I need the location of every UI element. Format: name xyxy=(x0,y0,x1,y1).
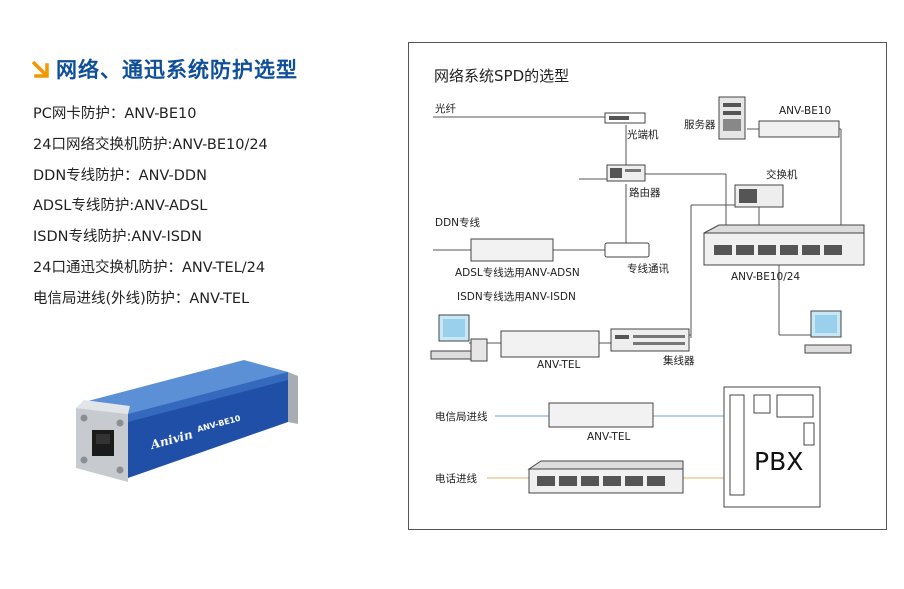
fiber-label: 光纤 xyxy=(435,103,456,115)
list-item: ADSL专线防护:ANV-ADSL xyxy=(33,198,208,215)
hub-label: 集线器 xyxy=(663,355,695,367)
network-diagram: 网络系统SPD的选型 光纤 光端机 服务器 ANV-BE10 路由器 交换机 D… xyxy=(408,42,887,530)
list-item: 24口通迅交换机防护：ANV-TEL/24 xyxy=(33,259,266,276)
phone-in-label: 电话进线 xyxy=(435,473,477,485)
list-item: ISDN专线防护:ANV-ISDN xyxy=(33,229,202,246)
diagram-title: 网络系统SPD的选型 xyxy=(434,67,570,85)
server-label: 服务器 xyxy=(684,119,716,131)
leased-device-icon xyxy=(604,242,650,258)
switch-label: 交换机 xyxy=(766,169,798,181)
anv-tel-module-icon xyxy=(500,330,600,358)
computer-icon xyxy=(804,310,852,354)
arrow-down-right-icon xyxy=(31,60,49,78)
port-block-icon xyxy=(703,224,865,266)
diagram-lines xyxy=(430,96,865,508)
list-item: PC网卡防护：ANV-BE10 xyxy=(33,106,197,122)
isdn-label: ISDN专线选用ANV-ISDN xyxy=(457,291,576,303)
be10-label: ANV-BE10 xyxy=(779,105,832,117)
anv-tel-module-icon xyxy=(548,402,654,428)
ddn-module-icon xyxy=(470,238,554,262)
router-icon xyxy=(606,164,646,182)
page-title: 网络、通迅系统防护选型 xyxy=(56,58,298,82)
be10-24-label: ANV-BE10/24 xyxy=(731,271,801,283)
ddn-line-label: DDN专线 xyxy=(435,217,481,229)
anv-tel-label: ANV-TEL xyxy=(537,359,581,371)
pbx-cabinet-icon xyxy=(723,386,821,508)
telecom-in-label: 电信局进线 xyxy=(435,411,488,423)
adsl-label: ADSL专线选用ANV-ADSN xyxy=(455,267,580,279)
optical-terminal-label: 光端机 xyxy=(627,129,659,141)
product-image: Anivin ANV-BE10 xyxy=(66,350,306,510)
section-heading: 网络、通迅系统防护选型 xyxy=(30,54,298,84)
server-icon xyxy=(718,96,746,140)
router-label: 路由器 xyxy=(629,187,661,199)
list-item: 24口网络交换机防护:ANV-BE10/24 xyxy=(33,136,268,153)
leased-comm-label: 专线通讯 xyxy=(627,263,669,275)
list-item: 电信局进线(外线)防护：ANV-TEL xyxy=(33,290,250,307)
pbx-label: PBX xyxy=(754,447,804,476)
computer-icon xyxy=(430,314,488,362)
be10-module-icon xyxy=(758,120,840,138)
switch-icon xyxy=(734,184,784,208)
phone-panel-icon xyxy=(527,460,684,494)
hub-icon xyxy=(610,328,690,352)
protection-list: PC网卡防护：ANV-BE10 24口网络交换机防护:ANV-BE10/24 D… xyxy=(33,104,268,320)
anv-tel-label: ANV-TEL xyxy=(587,431,631,443)
list-item: DDN专线防护：ANV-DDN xyxy=(33,167,207,184)
optical-terminal-icon xyxy=(604,112,646,124)
